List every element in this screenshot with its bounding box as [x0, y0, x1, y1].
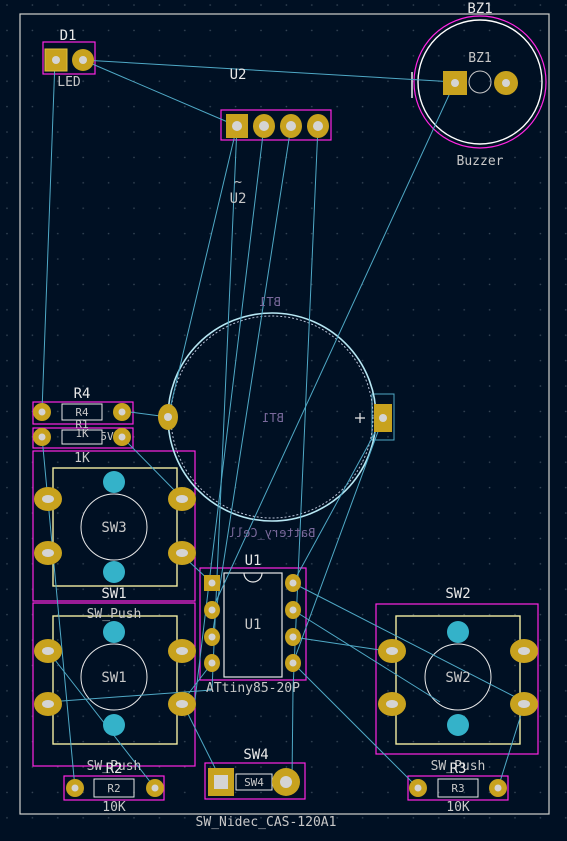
sw3-value: SW_Push: [87, 607, 142, 622]
u2-ref-fab: U2: [230, 191, 247, 207]
bz1-ref-fab: BZ1: [468, 51, 491, 66]
r2-body: [93, 778, 135, 798]
sw1-ref: SW1: [101, 586, 126, 602]
u1-silk-body: [223, 572, 283, 678]
u2-courtyard: [220, 109, 332, 141]
d1-value: LED: [57, 75, 81, 90]
sw2-actuator: [424, 643, 492, 711]
sw3-ref: SW3: [101, 520, 126, 536]
bt1-value: Battery_Cell: [229, 526, 316, 540]
r3-value: 10K: [446, 800, 470, 815]
sw1-npth-2: [103, 714, 125, 736]
bt1-ref-fab: BT1: [262, 411, 284, 425]
sw4-value: SW_Nidec_CAS-120A1: [196, 815, 337, 830]
sw2-value: SW_Push: [431, 759, 486, 774]
r2-ref-fab: R2: [107, 782, 120, 795]
u1-ref: U1: [245, 553, 262, 569]
bz1-value: Buzzer: [457, 154, 504, 169]
u1-value: ATtiny85-20P: [206, 681, 300, 696]
pads-layer: [33, 48, 538, 797]
sw4-ref: SW4: [243, 747, 268, 763]
r1-ref-fab: R1: [75, 418, 88, 431]
sw3-actuator: [80, 493, 148, 561]
bz1-silk-circle: [417, 19, 543, 145]
r4-value: 1K: [75, 427, 89, 440]
u1-courtyard: [199, 567, 307, 681]
d1-courtyard: [42, 41, 96, 75]
r3-ref: R3: [450, 761, 467, 777]
sw1-value: SW_Push: [87, 759, 142, 774]
u2-value: ~: [234, 175, 242, 190]
u1-ref-fab: U1: [245, 617, 262, 633]
sw2-npth-2: [447, 714, 469, 736]
sw2-ref: SW2: [445, 586, 470, 602]
bt1-plus-mark: [355, 413, 365, 423]
r1-body: [61, 429, 103, 445]
r4-ref-fab: R4: [75, 406, 89, 419]
d1-ref: D1: [60, 28, 77, 44]
labels-layer: D1 LED BZ1 BZ1 Buzzer U2 ~ U2 BT1 BT1 Ba…: [57, 1, 503, 830]
r2-ref: R2: [106, 761, 123, 777]
u1-notch: [243, 572, 263, 583]
sw1-npth-1: [103, 621, 125, 643]
r1-courtyard: [32, 427, 134, 449]
courtyard-layer: [32, 41, 539, 801]
u2-ref: U2: [230, 67, 247, 83]
sw2-ref-fab: SW2: [445, 670, 470, 686]
sw3-silk-body: [52, 467, 178, 587]
bt1-ref: BT1: [259, 295, 281, 309]
r1-overlap-label: 5V: [100, 430, 114, 443]
sw2-silk-body: [395, 615, 521, 745]
r3-courtyard: [407, 775, 509, 801]
board-edge-cuts: [19, 13, 550, 815]
sw1-actuator: [80, 643, 148, 711]
sw3-npth-2: [103, 561, 125, 583]
sw4-ref-fab: SW4: [244, 776, 264, 789]
sw2-courtyard: [375, 603, 539, 755]
sw1-silk-body: [52, 615, 178, 745]
r4-ref: R4: [74, 386, 91, 402]
r2-value: 10K: [102, 800, 126, 815]
sw2-npth-1: [447, 621, 469, 643]
r1-value: 1K: [74, 451, 90, 466]
sw3-npth-1: [103, 471, 125, 493]
r4-body: [61, 403, 103, 421]
bz1-fab-inner: [468, 70, 492, 94]
r3-ref-fab: R3: [451, 782, 464, 795]
sw3-courtyard: [32, 450, 196, 602]
bz1-ref: BZ1: [467, 1, 492, 17]
sw4-courtyard: [204, 762, 306, 800]
bz1-courtyard: [413, 15, 547, 149]
sw1-ref-fab: SW1: [101, 670, 126, 686]
r4-courtyard: [32, 401, 134, 425]
r3-body: [437, 778, 479, 798]
bt1-pad-outline: [371, 393, 395, 441]
